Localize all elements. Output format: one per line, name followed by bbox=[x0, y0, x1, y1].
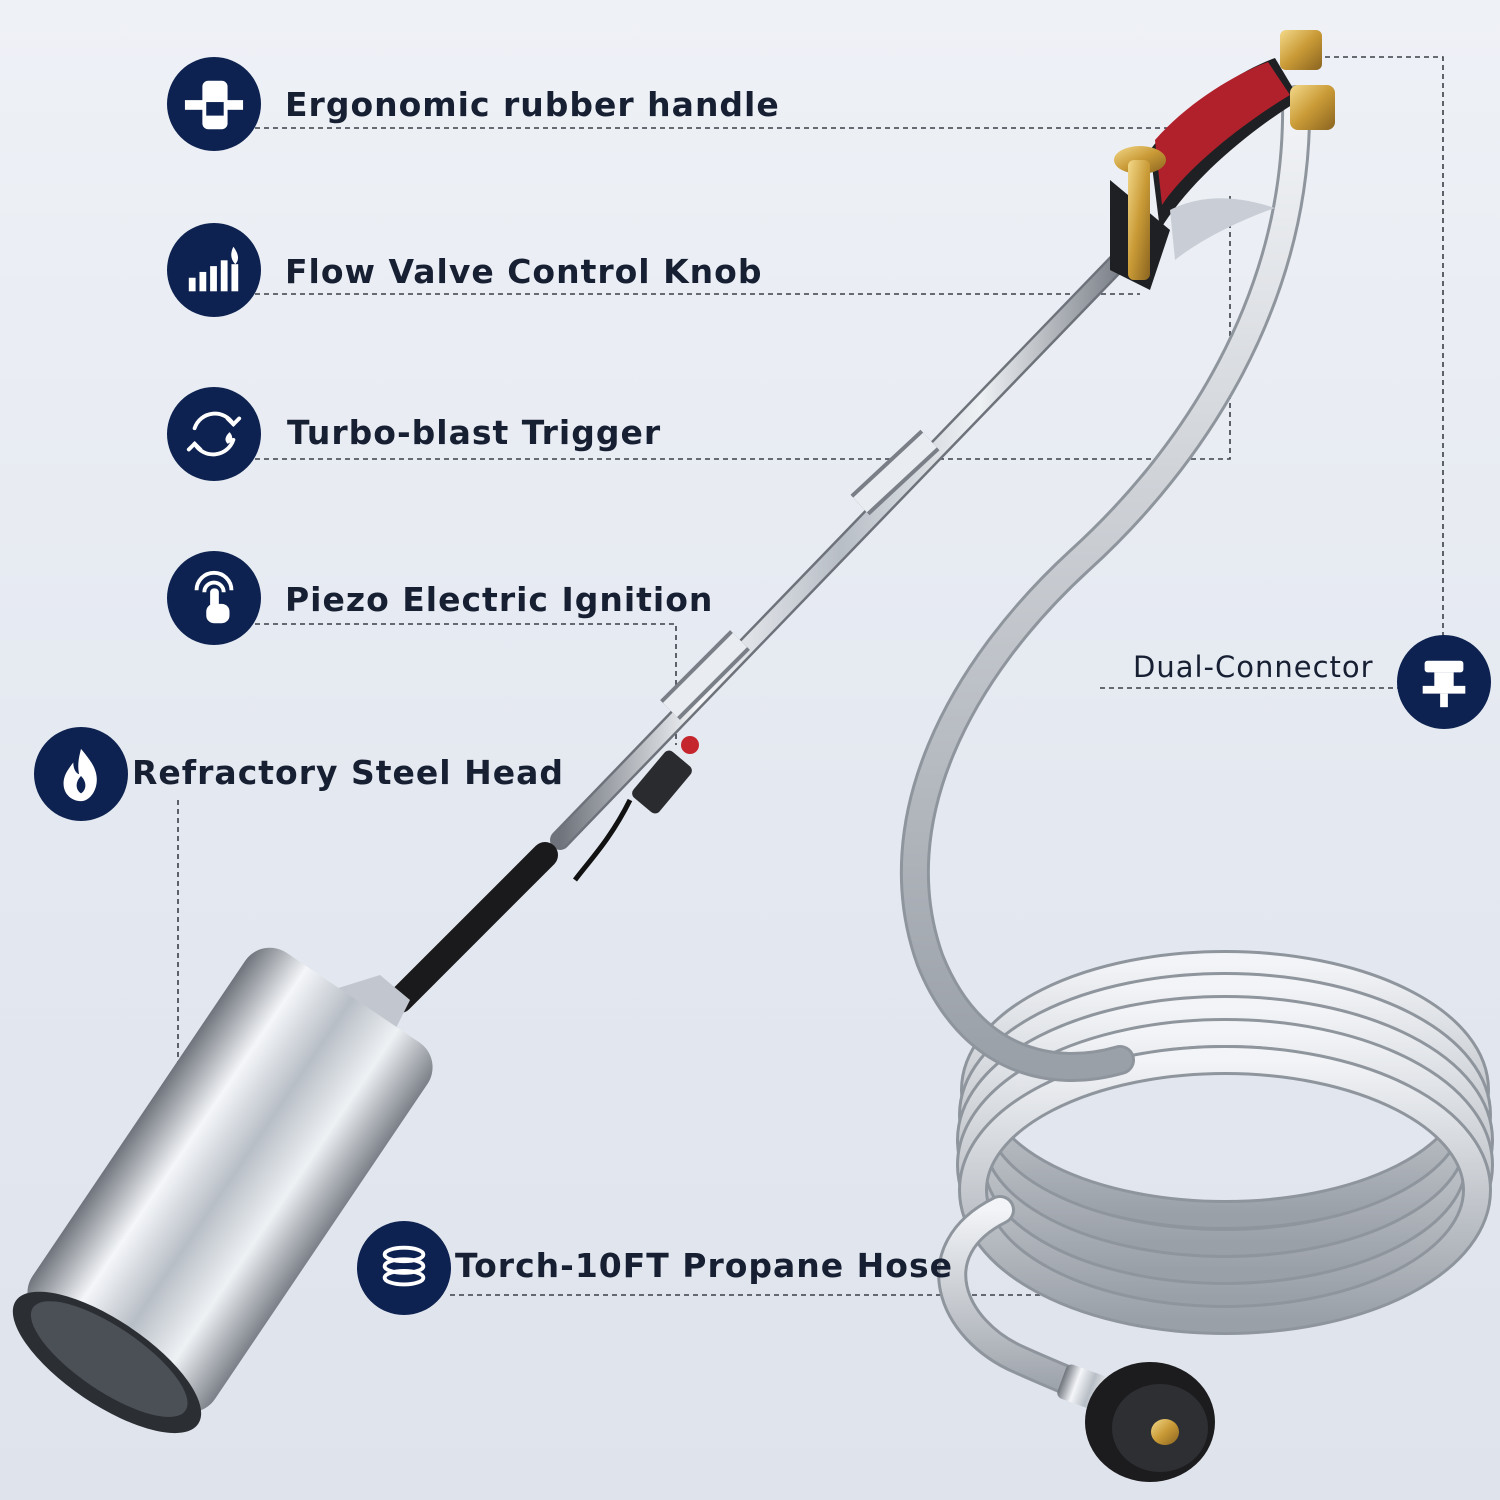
coiled-hose bbox=[899, 85, 1494, 1410]
burner-head bbox=[12, 947, 433, 1434]
flame-icon bbox=[34, 727, 128, 821]
feature-label-trigger: Turbo-blast Trigger bbox=[287, 413, 662, 452]
touch-press-icon bbox=[167, 551, 261, 645]
feature-label-ignition: Piezo Electric Ignition bbox=[285, 580, 714, 619]
tank-connector bbox=[1057, 1362, 1215, 1482]
leader-connector-top bbox=[1325, 56, 1444, 637]
coiled-hose-icon bbox=[357, 1221, 451, 1315]
feature-label-handle: Ergonomic rubber handle bbox=[285, 85, 780, 124]
feature-label-head: Refractory Steel Head bbox=[132, 753, 564, 792]
feature-label-valve: Flow Valve Control Knob bbox=[285, 252, 763, 291]
feature-label-hose: Torch-10FT Propane Hose bbox=[455, 1246, 953, 1285]
torch-handle bbox=[1110, 30, 1335, 290]
signal-flame-icon bbox=[167, 223, 261, 317]
torch-wand bbox=[387, 250, 1130, 1013]
cycle-flame-icon bbox=[167, 387, 261, 481]
igniter-assembly bbox=[573, 736, 699, 882]
feature-label-connector: Dual-Connector bbox=[1133, 650, 1374, 684]
leader-ignition bbox=[255, 623, 677, 745]
hand-grip-icon bbox=[167, 57, 261, 151]
leader-trigger bbox=[255, 195, 1231, 460]
leader-lines bbox=[177, 56, 1444, 1296]
connector-icon bbox=[1397, 635, 1491, 729]
